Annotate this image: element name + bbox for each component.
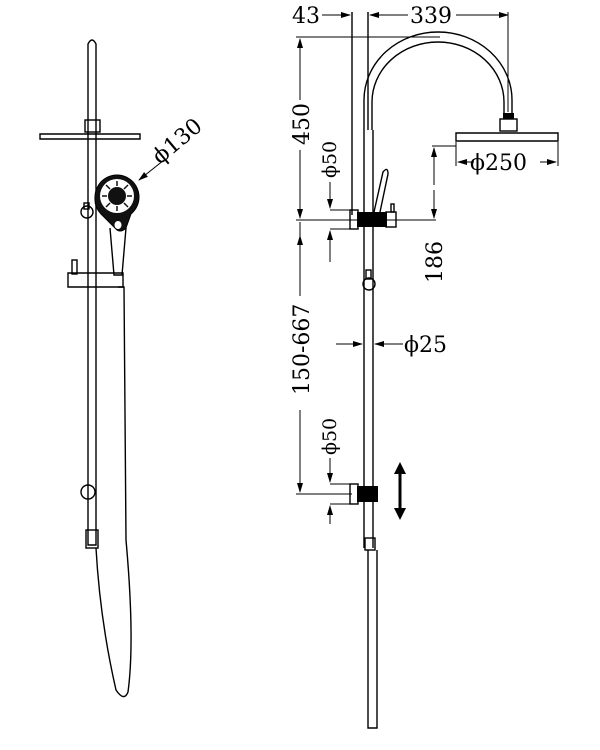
rail-height-label: 150-667 (290, 304, 315, 395)
overhead-diameter-label: ϕ250 (470, 151, 527, 176)
arm-height-label: 450 (290, 103, 315, 145)
arm-nut (503, 113, 514, 119)
handshower-diameter-label: ϕ130 (148, 114, 208, 170)
diverter-knob (390, 203, 395, 213)
upper-bracket-diameter-label: ϕ50 (319, 141, 341, 178)
lower-bracket-diameter-label: ϕ50 (319, 418, 341, 455)
height-adjust-double-arrow-icon (394, 462, 406, 520)
hose (95, 286, 132, 698)
spray-nozzles-icon (102, 181, 132, 211)
head-mount (499, 118, 518, 132)
wall-offset-label: 43 (292, 4, 320, 29)
overhead-shower-head (455, 132, 559, 142)
arm-reach-label: 339 (410, 4, 452, 29)
front-view: ϕ130 (39, 39, 208, 698)
lower-bracket (80, 484, 96, 500)
handshower (94, 174, 140, 276)
hose-connector (85, 529, 99, 549)
overhead-shower-plate (39, 133, 141, 140)
rail-diameter-label: ϕ25 (404, 333, 447, 358)
shower-arm-outer (363, 31, 513, 130)
knob-stem (83, 202, 90, 210)
hose-connector (364, 537, 376, 551)
lower-bracket-body (357, 486, 378, 502)
dimension-arrow (138, 159, 165, 181)
shower-arm-inner (371, 41, 505, 130)
slider-knob (362, 277, 376, 291)
head-to-bracket-label: 186 (423, 241, 448, 283)
upper-knob (80, 205, 94, 219)
hose (367, 550, 378, 729)
arm-connector (84, 119, 101, 133)
handshower-side (373, 168, 389, 213)
rail (87, 39, 97, 546)
slider-knob-stem (365, 269, 372, 280)
side-view: 43 339 450 150-667 ϕ50 186 ϕ250 (290, 4, 559, 729)
holder-knob (71, 259, 78, 275)
